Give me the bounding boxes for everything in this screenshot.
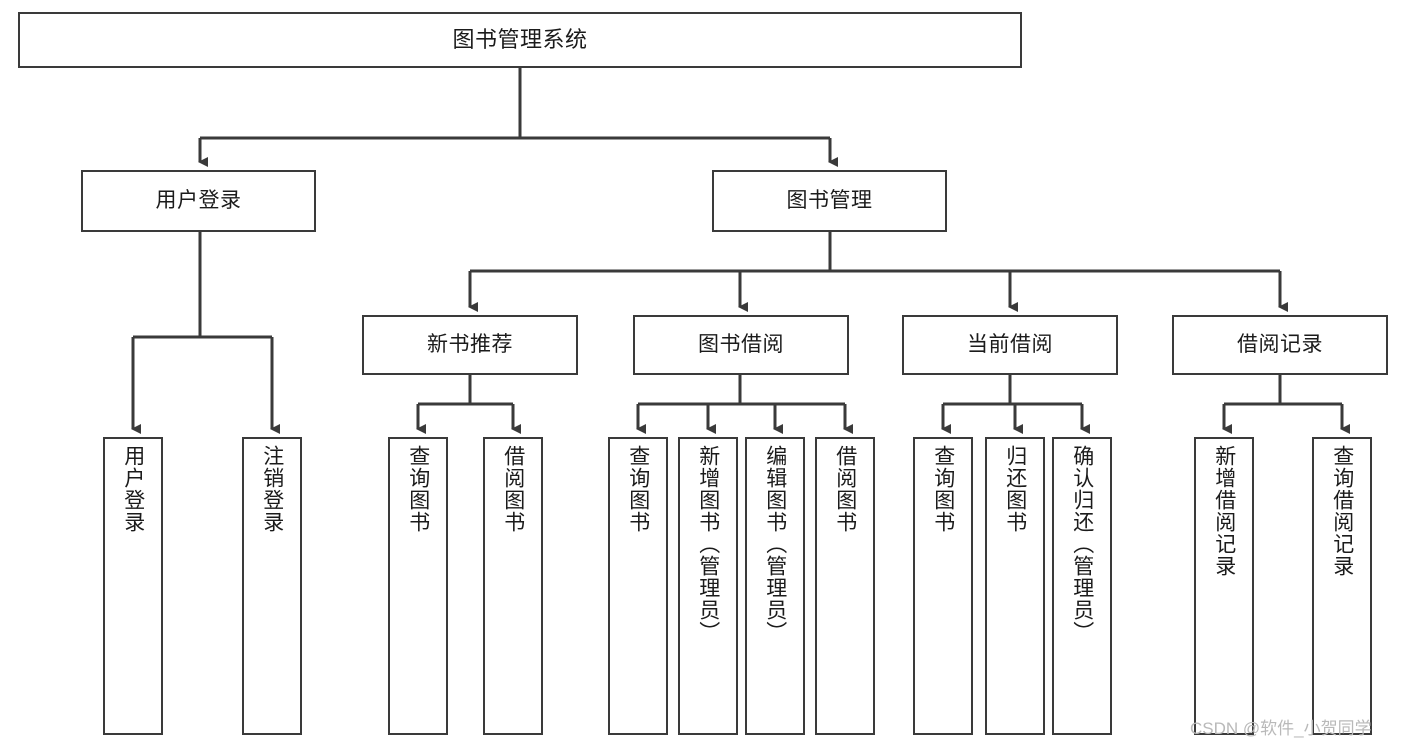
node-label: 查询借阅记录 (1330, 445, 1354, 577)
node-user-login[interactable]: 用户登录 (81, 170, 316, 232)
node-label: 查询图书 (931, 445, 955, 533)
node-leaf-query-borrow-record[interactable]: 查询借阅记录 (1312, 437, 1372, 735)
node-leaf-borrow-book[interactable]: 借阅图书 (815, 437, 875, 735)
node-label: 新书推荐 (427, 332, 513, 356)
node-label: 借阅记录 (1237, 332, 1323, 356)
node-leaf-confirm-return-admin[interactable]: 确认归还（管理员） (1052, 437, 1112, 735)
node-label: 借阅图书 (501, 445, 525, 533)
node-new-book-recommend[interactable]: 新书推荐 (362, 315, 578, 375)
node-borrow-record[interactable]: 借阅记录 (1172, 315, 1388, 375)
node-label: 查询图书 (406, 445, 430, 533)
node-label: 编辑图书（管理员） (763, 445, 787, 643)
node-leaf-borrow-book-recommend[interactable]: 借阅图书 (483, 437, 543, 735)
node-book-management[interactable]: 图书管理 (712, 170, 947, 232)
node-leaf-logout[interactable]: 注销登录 (242, 437, 302, 735)
node-leaf-query-book-recommend[interactable]: 查询图书 (388, 437, 448, 735)
node-label: 查询图书 (626, 445, 650, 533)
node-leaf-return-book[interactable]: 归还图书 (985, 437, 1045, 735)
node-label: 图书管理系统 (452, 27, 588, 53)
node-label: 新增借阅记录 (1212, 445, 1236, 577)
node-label: 图书管理 (786, 188, 873, 212)
node-label: 图书借阅 (698, 332, 784, 356)
node-book-borrow[interactable]: 图书借阅 (633, 315, 849, 375)
node-leaf-add-borrow-record[interactable]: 新增借阅记录 (1194, 437, 1254, 735)
node-current-borrow[interactable]: 当前借阅 (902, 315, 1118, 375)
node-root-book-management-system[interactable]: 图书管理系统 (18, 12, 1022, 68)
node-label: 注销登录 (260, 445, 284, 533)
node-leaf-query-book-borrow[interactable]: 查询图书 (608, 437, 668, 735)
node-leaf-query-book-current[interactable]: 查询图书 (913, 437, 973, 735)
node-leaf-add-book-admin[interactable]: 新增图书（管理员） (678, 437, 738, 735)
node-label: 借阅图书 (833, 445, 857, 533)
node-label: 当前借阅 (967, 332, 1053, 356)
node-label: 确认归还（管理员） (1070, 445, 1094, 643)
node-label: 归还图书 (1003, 445, 1027, 533)
node-label: 用户登录 (155, 188, 242, 212)
node-leaf-user-login[interactable]: 用户登录 (103, 437, 163, 735)
node-label: 用户登录 (121, 445, 145, 533)
node-label: 新增图书（管理员） (696, 445, 720, 643)
node-leaf-edit-book-admin[interactable]: 编辑图书（管理员） (745, 437, 805, 735)
